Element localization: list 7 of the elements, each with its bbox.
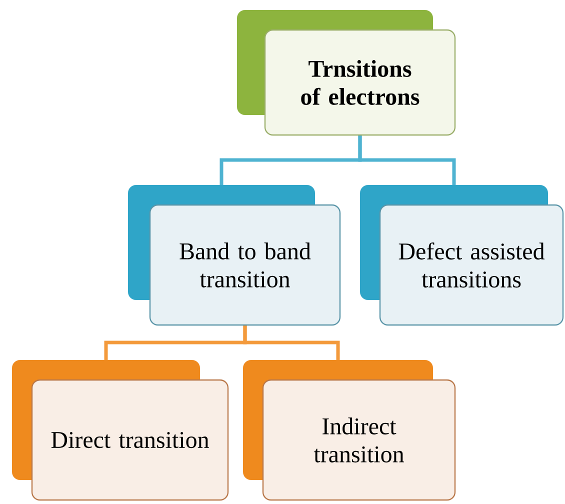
process-box: Indirect transition (243, 360, 456, 501)
connector (243, 325, 340, 360)
connector (358, 135, 456, 185)
process-box: Defect assisted transitions (360, 185, 564, 326)
process-box: Band to band transition (128, 185, 341, 326)
process-box: Trnsitions of electrons (237, 10, 456, 136)
process-box: Direct transition (12, 360, 229, 501)
